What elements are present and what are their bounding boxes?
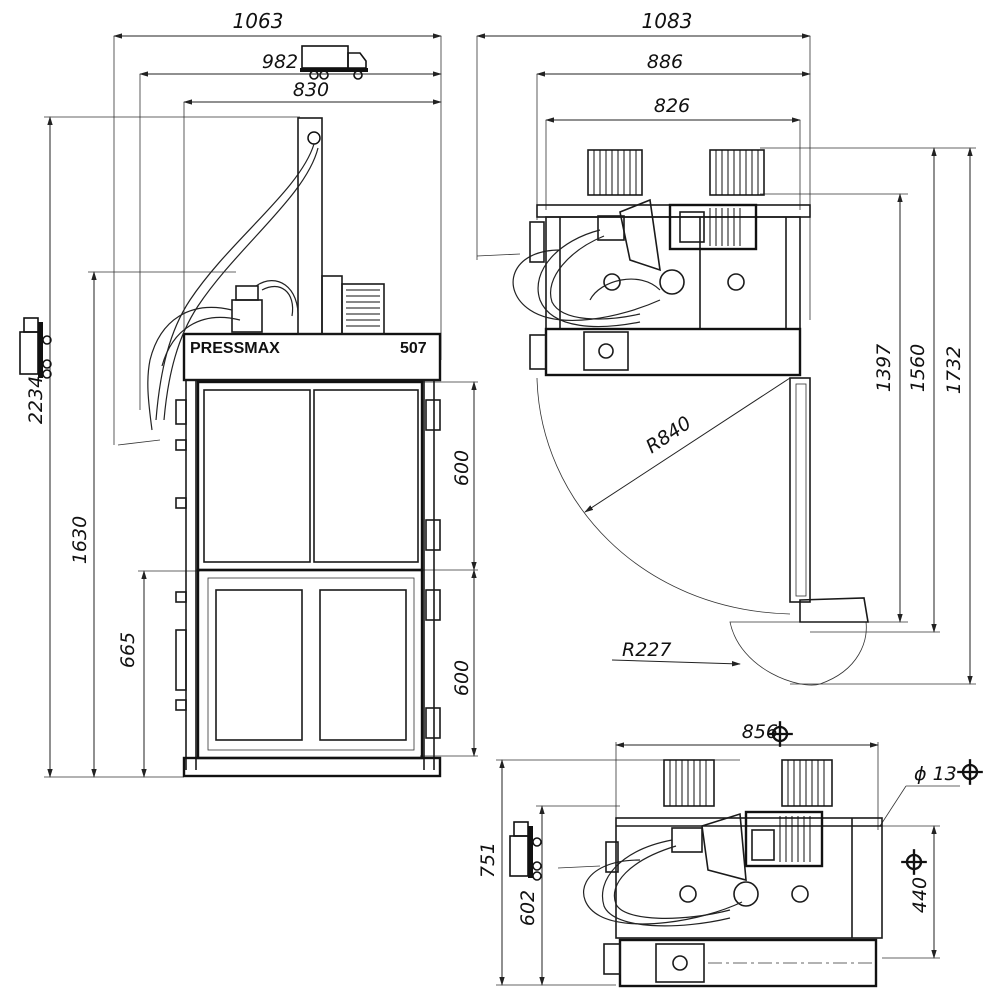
dim-top-hole-diameter: ϕ 13 bbox=[879, 758, 984, 827]
nameplate-model: 507 bbox=[400, 340, 427, 357]
svg-text:856: 856 bbox=[742, 721, 778, 743]
top-view: 856 751 602 bbox=[477, 720, 984, 988]
dim-side-height-1397: 1397 bbox=[760, 193, 908, 623]
flap-swing-arc: R227 bbox=[611, 597, 869, 686]
dim-front-body-width: 830 bbox=[183, 79, 442, 380]
dim-top-depth-602: 602 bbox=[509, 805, 620, 986]
dim-side-width-826: 826 bbox=[545, 95, 801, 210]
truck-icon bbox=[300, 45, 368, 80]
dim-front-overall-height: 2234 bbox=[19, 116, 300, 778]
svg-text:ϕ 13: ϕ 13 bbox=[914, 763, 957, 785]
svg-text:2234: 2234 bbox=[25, 376, 47, 424]
front-machine: PRESSMAX 507 bbox=[117, 117, 442, 778]
svg-text:1630: 1630 bbox=[69, 516, 91, 564]
dim-front-lower-door: 600 bbox=[420, 569, 478, 757]
svg-text:600: 600 bbox=[451, 660, 473, 696]
svg-text:1732: 1732 bbox=[943, 346, 965, 394]
svg-text:600: 600 bbox=[451, 450, 473, 486]
front-view: 1063 982 830 bbox=[19, 9, 478, 778]
svg-text:1063: 1063 bbox=[233, 9, 284, 33]
dim-side-width-886: 886 bbox=[536, 51, 811, 220]
svg-text:R840: R840 bbox=[642, 412, 695, 458]
svg-text:1397: 1397 bbox=[873, 344, 895, 392]
svg-text:R227: R227 bbox=[622, 639, 671, 661]
anchor-crosshair-icon bbox=[900, 848, 928, 876]
svg-text:1083: 1083 bbox=[642, 9, 693, 33]
svg-text:826: 826 bbox=[654, 95, 690, 117]
svg-text:886: 886 bbox=[647, 51, 683, 73]
dim-front-press-height: 1630 bbox=[69, 271, 236, 778]
svg-text:1560: 1560 bbox=[907, 344, 929, 392]
dim-side-overall-width: 1083 bbox=[476, 9, 811, 320]
svg-text:982: 982 bbox=[262, 51, 298, 73]
svg-text:665: 665 bbox=[117, 632, 139, 668]
dim-front-lower-height: 665 bbox=[117, 570, 200, 778]
nameplate-brand: PRESSMAX bbox=[190, 340, 280, 357]
top-machine bbox=[557, 759, 883, 988]
door-swing-arc: R840 bbox=[536, 377, 791, 615]
dim-top-width: 856 bbox=[615, 720, 879, 830]
svg-text:830: 830 bbox=[293, 79, 329, 101]
svg-text:602: 602 bbox=[517, 890, 539, 926]
svg-text:751: 751 bbox=[477, 842, 499, 878]
dim-top-hole-spacing: 440 bbox=[882, 825, 940, 959]
dim-front-overall-width: 1063 bbox=[113, 9, 442, 445]
forklift-icon bbox=[19, 317, 52, 379]
dim-side-height-1560: 1560 bbox=[760, 147, 976, 633]
dim-front-transport-width: 982 bbox=[139, 45, 442, 410]
dim-front-upper-door: 600 bbox=[420, 381, 478, 571]
side-machine bbox=[476, 149, 811, 603]
dim-side-height-1732: 1732 bbox=[790, 147, 976, 685]
svg-text:440: 440 bbox=[909, 877, 931, 913]
forklift-icon bbox=[509, 821, 542, 881]
anchor-crosshair-icon bbox=[956, 758, 984, 786]
side-view: 1083 886 826 1397 1560 bbox=[476, 9, 976, 686]
